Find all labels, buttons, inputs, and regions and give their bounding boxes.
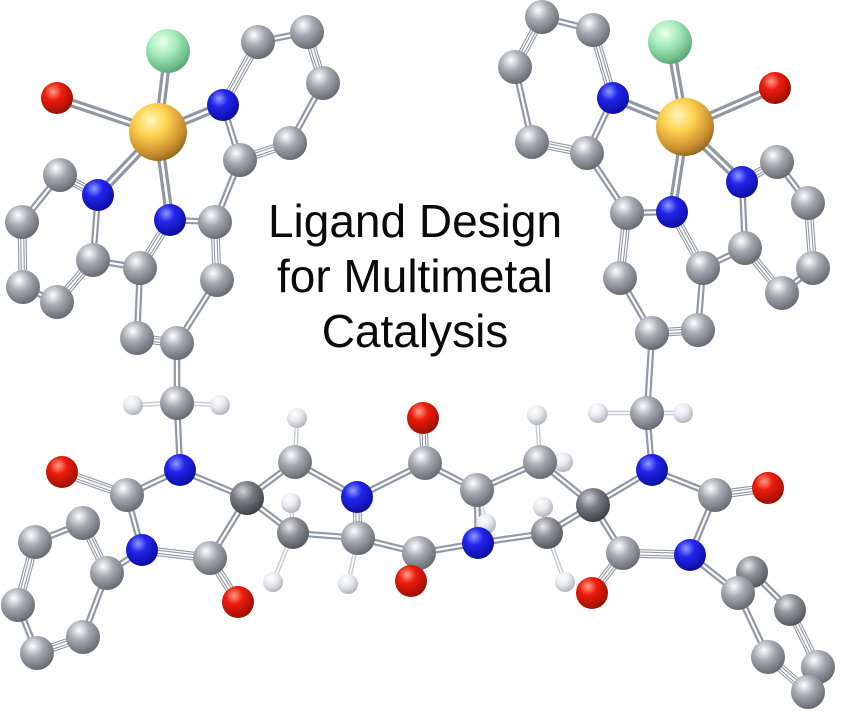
atom-carbon bbox=[76, 243, 110, 277]
atom-oxygen bbox=[759, 72, 791, 104]
atom-hydrogen bbox=[210, 395, 230, 415]
atom-chlorine bbox=[648, 20, 692, 64]
atom-carbon bbox=[90, 556, 124, 590]
atom-hydrogen bbox=[588, 403, 608, 423]
atom-nitrogen bbox=[82, 179, 114, 211]
atom-carbon bbox=[198, 205, 232, 239]
atom-carbon bbox=[760, 145, 794, 179]
atom-hydrogen bbox=[527, 405, 547, 425]
atom-carbon bbox=[341, 521, 375, 555]
atom-carbon bbox=[721, 576, 755, 610]
atom-nitrogen bbox=[656, 196, 688, 228]
atom-carbon bbox=[498, 50, 532, 84]
atom-oxygen bbox=[41, 82, 73, 114]
atom-oxygen bbox=[576, 577, 608, 609]
atom-hydrogen bbox=[533, 497, 553, 517]
atom-carbon bbox=[681, 313, 715, 347]
atom-carbon bbox=[751, 640, 785, 674]
atom-nitrogen bbox=[674, 539, 706, 571]
atom-carbon bbox=[791, 675, 825, 709]
atom-layer bbox=[1, 0, 835, 709]
atom-carbon bbox=[20, 636, 54, 670]
atom-carbon bbox=[5, 205, 39, 239]
atom-oxygen bbox=[46, 456, 78, 488]
atom-carbon bbox=[40, 285, 74, 319]
atom-hydrogen bbox=[123, 395, 143, 415]
atom-hydrogen bbox=[673, 403, 693, 423]
atom-carbon bbox=[576, 488, 610, 522]
atom-nitrogen bbox=[126, 534, 158, 566]
atom-carbon bbox=[408, 446, 442, 480]
atom-carbon bbox=[290, 15, 324, 49]
atom-carbon bbox=[18, 525, 52, 559]
atom-carbon bbox=[278, 445, 312, 479]
atom-hydrogen bbox=[263, 572, 283, 592]
atom-oxygen bbox=[395, 565, 427, 597]
atom-carbon bbox=[531, 517, 563, 549]
title-line-2: for Multimetal bbox=[277, 250, 553, 302]
atom-carbon bbox=[630, 396, 664, 430]
atom-chlorine bbox=[146, 29, 190, 73]
atom-carbon bbox=[570, 136, 604, 170]
atom-carbon bbox=[774, 594, 806, 626]
atom-carbon bbox=[230, 481, 264, 515]
atom-carbon bbox=[523, 445, 557, 479]
atom-nitrogen bbox=[207, 89, 239, 121]
atom-carbon bbox=[603, 261, 637, 295]
atom-nitrogen bbox=[597, 82, 629, 114]
atom-carbon bbox=[273, 126, 307, 160]
atom-carbon bbox=[160, 386, 194, 420]
atom-carbon bbox=[306, 66, 340, 100]
atom-carbon bbox=[796, 251, 830, 285]
atom-carbon bbox=[728, 231, 762, 265]
atom-nitrogen bbox=[636, 454, 668, 486]
atom-hydrogen bbox=[338, 574, 358, 594]
atom-oxygen bbox=[222, 586, 254, 618]
atom-hydrogen bbox=[555, 572, 575, 592]
atom-carbon bbox=[576, 13, 610, 47]
atom-carbon bbox=[223, 143, 257, 177]
atom-carbon bbox=[241, 25, 275, 59]
atom-carbon bbox=[66, 620, 100, 654]
atom-nitrogen bbox=[462, 527, 494, 559]
atom-carbon bbox=[515, 125, 549, 159]
atom-carbon bbox=[635, 316, 669, 350]
atom-carbon bbox=[402, 536, 436, 570]
atom-hydrogen bbox=[287, 408, 307, 428]
atom-carbon bbox=[277, 517, 309, 549]
atom-oxygen bbox=[407, 402, 439, 434]
atom-nitrogen bbox=[726, 166, 758, 198]
figure-title: Ligand Design for Multimetal Catalysis bbox=[268, 195, 562, 357]
atom-carbon bbox=[686, 251, 720, 285]
title-line-3: Catalysis bbox=[322, 305, 509, 357]
atom-carbon bbox=[460, 473, 494, 507]
atom-carbon bbox=[200, 263, 234, 297]
atom-carbon bbox=[698, 478, 732, 512]
atom-carbon bbox=[120, 321, 154, 355]
atom-carbon bbox=[765, 276, 799, 310]
title-line-1: Ligand Design bbox=[268, 195, 562, 247]
atom-nitrogen bbox=[164, 454, 196, 486]
atom-carbon bbox=[606, 536, 640, 570]
atom-carbon bbox=[193, 541, 227, 575]
atom-nitrogen bbox=[341, 481, 373, 513]
atom-carbon bbox=[160, 326, 194, 360]
atom-nitrogen bbox=[154, 204, 186, 236]
atom-carbon bbox=[791, 186, 825, 220]
atom-carbon bbox=[525, 0, 559, 34]
atom-hydrogen bbox=[553, 452, 573, 472]
atom-oxygen bbox=[752, 472, 784, 504]
atom-carbon bbox=[66, 506, 100, 540]
atom-carbon bbox=[1, 588, 35, 622]
atom-carbon bbox=[6, 270, 40, 304]
atom-carbon bbox=[123, 251, 157, 285]
atom-carbon bbox=[610, 196, 644, 230]
atom-metal-center bbox=[656, 98, 714, 156]
atom-hydrogen bbox=[281, 493, 301, 513]
atom-carbon bbox=[43, 158, 77, 192]
atom-carbon bbox=[110, 478, 144, 512]
atom-metal-center bbox=[129, 103, 187, 161]
